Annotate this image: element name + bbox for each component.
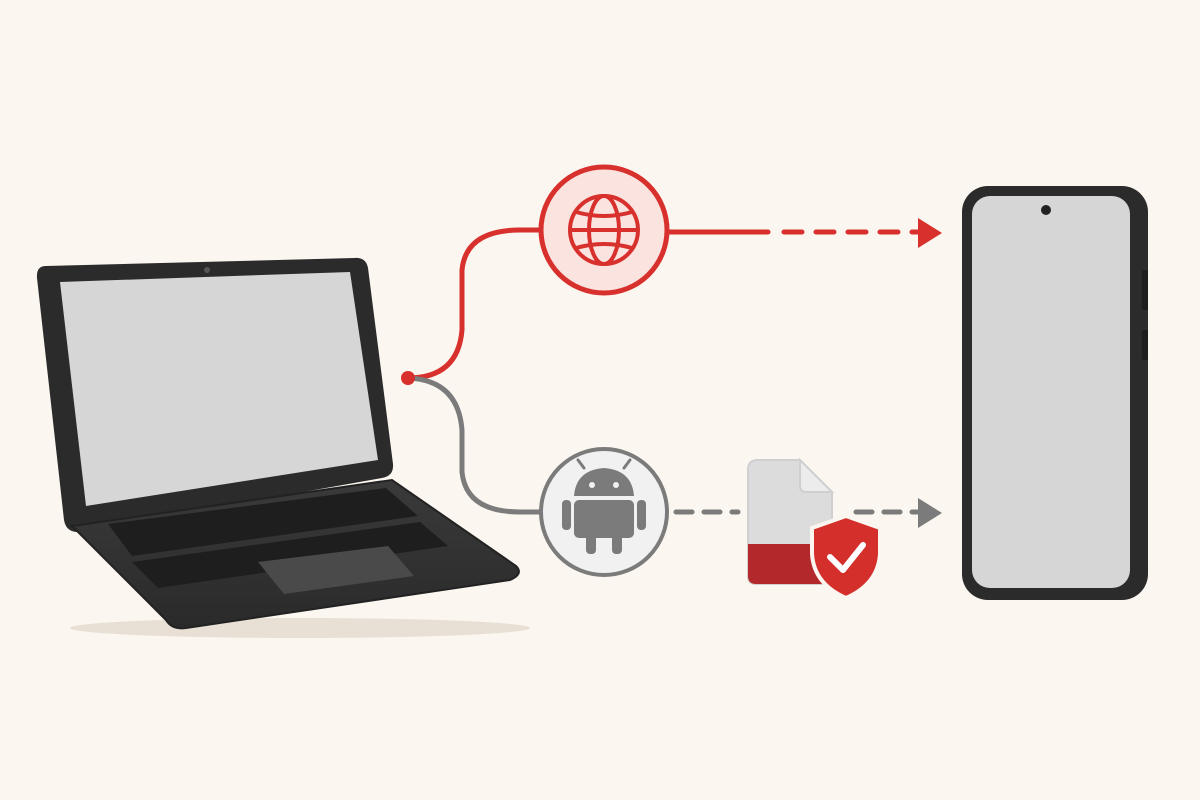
phone-display — [972, 196, 1130, 588]
shield-check-icon — [810, 513, 882, 601]
laptop-trackpad — [258, 546, 414, 594]
junction-dot — [401, 371, 415, 385]
secure-file-icon — [747, 457, 882, 601]
android-route-node — [539, 447, 669, 577]
smartphone-icon — [962, 186, 1148, 600]
web-route-arrowhead — [918, 218, 942, 248]
web-route-connector — [405, 227, 543, 381]
android-route-connector — [405, 375, 543, 515]
phone-camera — [1041, 205, 1051, 215]
web-route-node — [538, 164, 670, 296]
laptop-keyboard — [108, 488, 448, 588]
connectors — [401, 218, 942, 528]
laptop-icon — [36, 257, 530, 638]
android-route-arrowhead — [918, 498, 942, 528]
android-icon — [562, 458, 646, 554]
laptop-display — [60, 272, 378, 506]
globe-icon — [568, 194, 640, 266]
